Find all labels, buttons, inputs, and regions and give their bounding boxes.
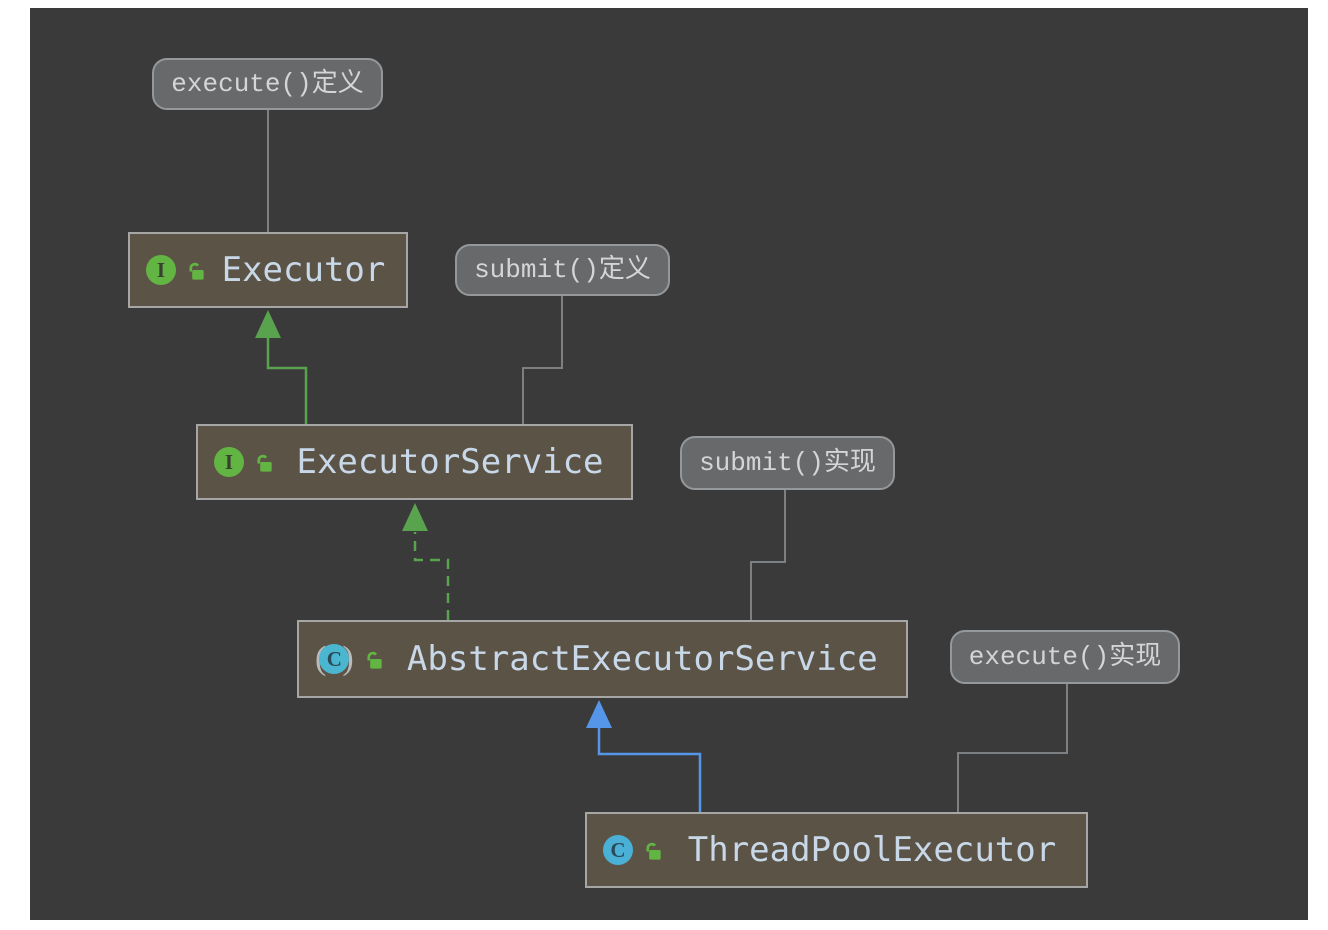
note-submit-definition[interactable]: submit()定义 [455, 244, 670, 296]
interface-icon: I [214, 447, 244, 477]
public-lock-icon [364, 649, 385, 670]
note-connector-submit-def [522, 296, 563, 424]
class-name: AbstractExecutorService [406, 639, 878, 679]
abstract-class-icon: ( C ) [315, 642, 354, 676]
note-submit-implementation[interactable]: submit()实现 [680, 436, 895, 490]
class-name: Executor [221, 250, 386, 290]
class-node-threadpoolexecutor[interactable]: C ThreadPoolExecutor [585, 812, 1088, 888]
class-node-executorservice[interactable]: I ExecutorService [196, 424, 633, 500]
class-name: ExecutorService [296, 442, 604, 482]
class-icon: C [603, 835, 633, 865]
note-execute-definition[interactable]: execute()定义 [152, 58, 383, 110]
extends-arrow-executorservice-to-executor[interactable] [255, 310, 308, 424]
note-execute-implementation[interactable]: execute()实现 [950, 630, 1180, 684]
extends-arrow-threadpoolexecutor-to-abstractexecutorservice[interactable] [586, 700, 702, 812]
class-name: ThreadPoolExecutor [687, 830, 1057, 870]
arrowhead-green-dashed [402, 503, 428, 531]
note-connector-submit-impl [750, 490, 786, 620]
arrowhead-blue-solid [586, 700, 612, 728]
note-connector-execute-impl [957, 684, 1068, 812]
implements-arrow-abstractexecutorservice-to-executorservice[interactable] [402, 503, 450, 620]
class-node-abstractexecutorservice[interactable]: ( C ) AbstractExecutorService [297, 620, 908, 698]
public-lock-icon [643, 840, 664, 861]
public-lock-icon [186, 260, 207, 281]
abstract-paren-right: ) [342, 640, 354, 677]
interface-icon: I [146, 255, 176, 285]
arrowhead-green-solid [255, 310, 281, 338]
public-lock-icon [254, 452, 275, 473]
class-node-executor[interactable]: I Executor [128, 232, 408, 308]
